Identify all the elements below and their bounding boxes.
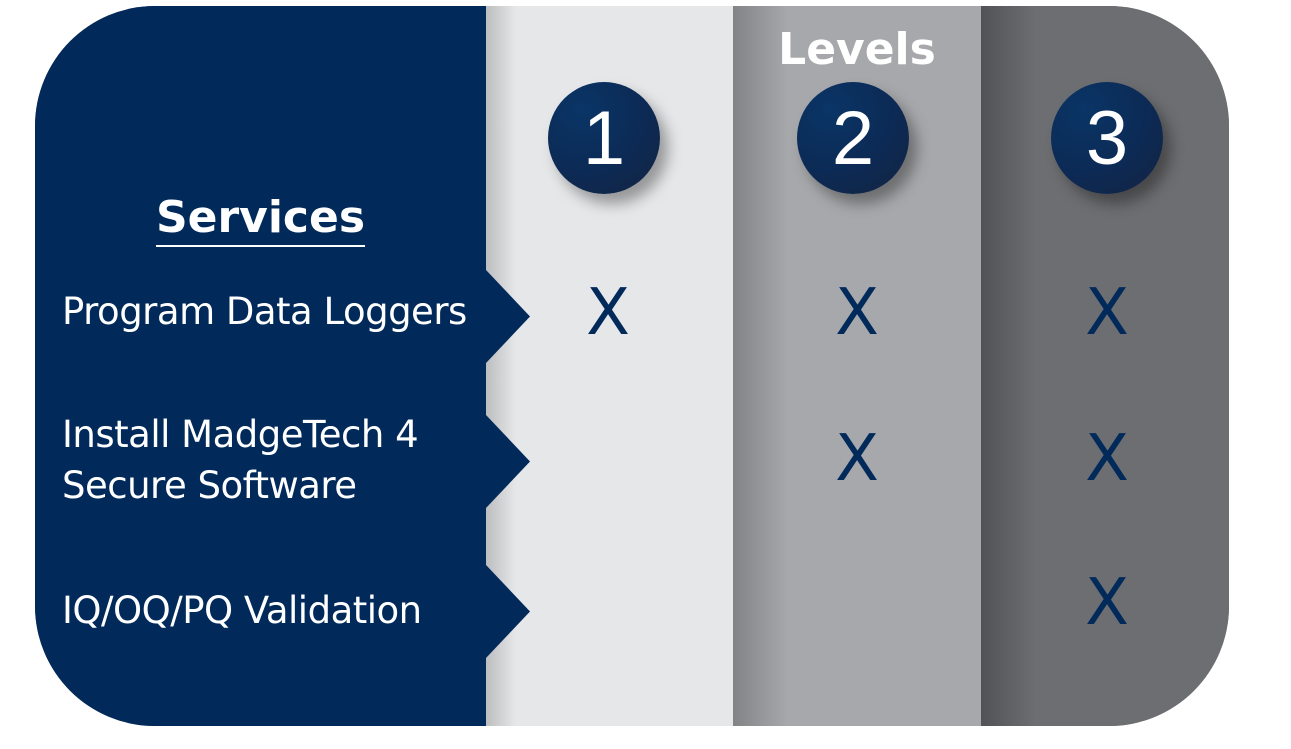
service-label-line: Program Data Loggers: [62, 290, 467, 333]
row-2-level-2-check-icon: X: [835, 422, 879, 496]
level-1-badge: 1: [548, 82, 660, 194]
row-2-level-3-check-icon: X: [1085, 422, 1129, 496]
level-2-badge: 2: [797, 82, 909, 194]
level-number: 2: [831, 95, 875, 181]
services-levels-card: Services Program Data Loggers Install Ma…: [35, 6, 1229, 726]
service-row-2-label: Install MadgeTech 4 Secure Software: [62, 409, 419, 511]
row-1-level-2-check-icon: X: [835, 276, 879, 350]
service-label-line: Install MadgeTech 4: [62, 413, 419, 456]
service-label-line: Secure Software: [62, 464, 357, 507]
service-row-1-label: Program Data Loggers: [62, 286, 467, 337]
services-heading: Services: [35, 192, 486, 247]
service-row-3-label: IQ/OQ/PQ Validation: [62, 585, 422, 636]
row-1-level-3-check-icon: X: [1085, 276, 1129, 350]
level-3-badge: 3: [1051, 82, 1163, 194]
row-1-level-1-check-icon: X: [586, 276, 630, 350]
services-panel: [35, 6, 486, 726]
row-3-level-3-check-icon: X: [1085, 566, 1129, 640]
level-2-column: [733, 6, 981, 726]
level-number: 1: [582, 95, 626, 181]
service-label-line: IQ/OQ/PQ Validation: [62, 589, 422, 632]
levels-heading: Levels: [778, 24, 936, 75]
level-number: 3: [1085, 95, 1129, 181]
services-heading-text: Services: [155, 192, 366, 247]
